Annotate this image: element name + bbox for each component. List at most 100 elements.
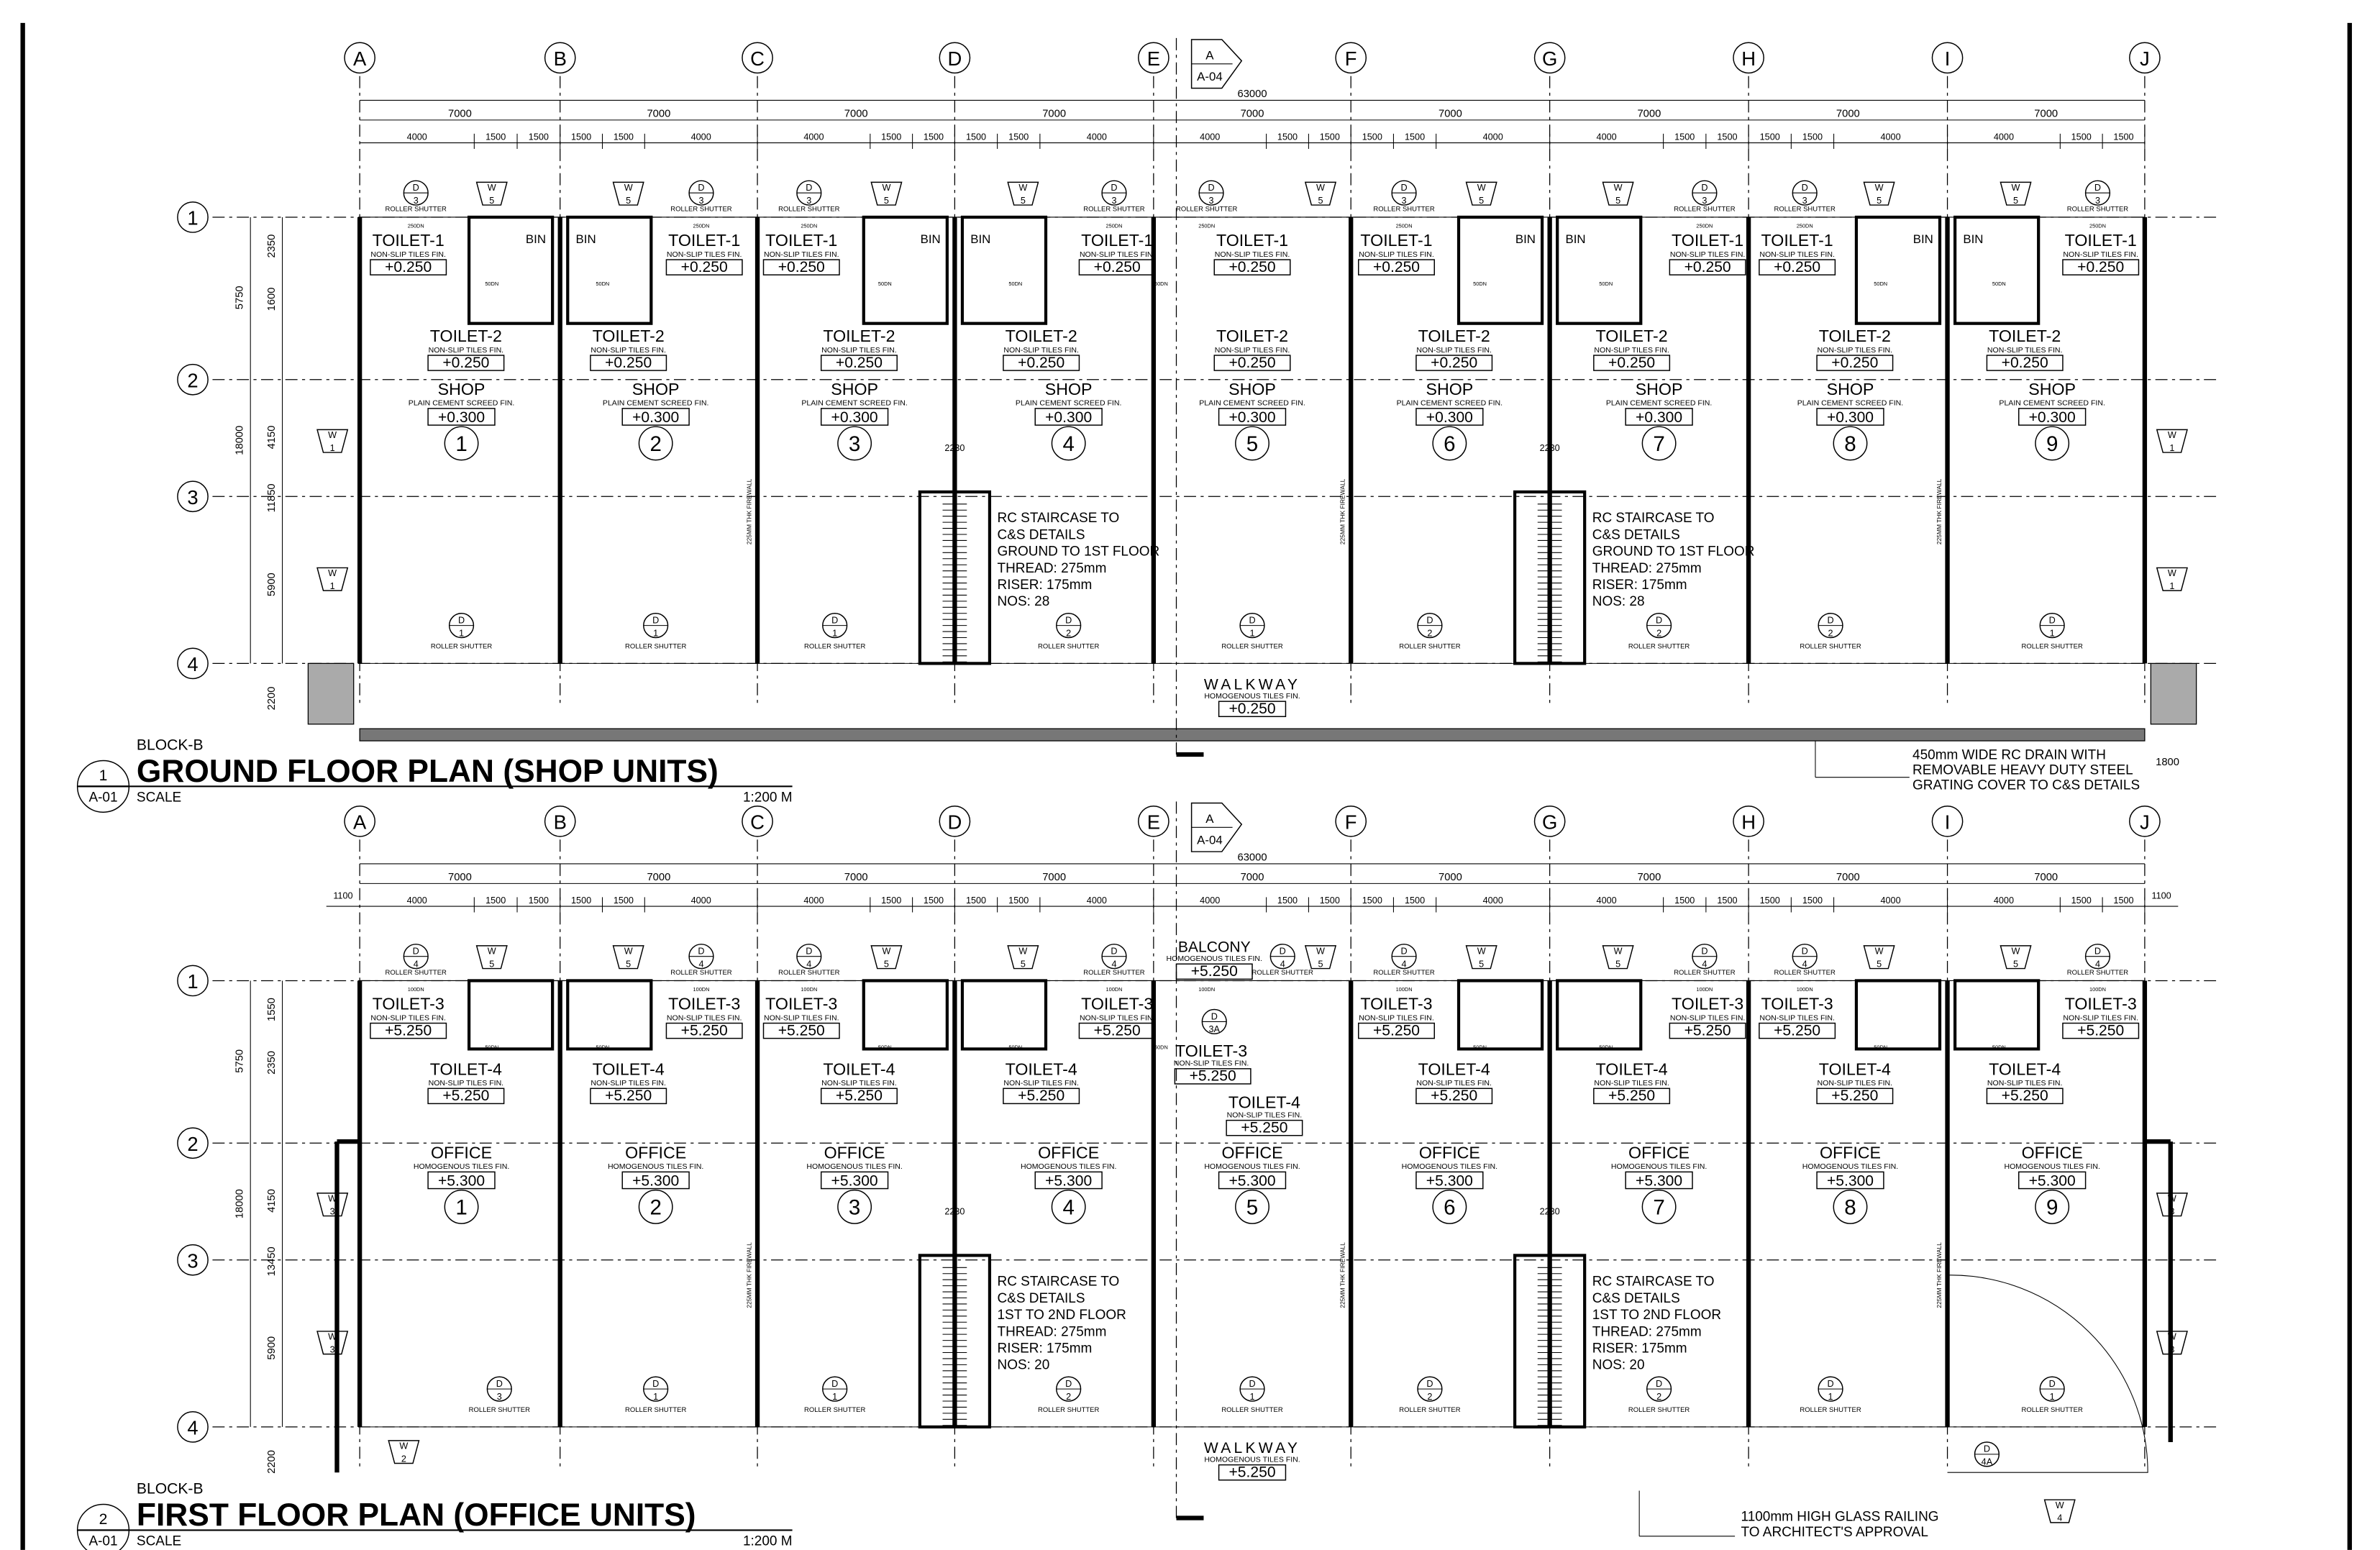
staircase-note-line: THREAD: 275mm: [1592, 1324, 1702, 1339]
drain-label: 100DN: [1105, 986, 1122, 993]
roller-shutter-label: ROLLER SHUTTER: [625, 642, 687, 650]
bin-label: BIN: [1515, 232, 1536, 246]
window-tag-shape: [1465, 945, 1497, 970]
bay-dimension: 7000: [1439, 109, 1462, 120]
level-box: [427, 355, 505, 371]
main-room-name: SHOP: [831, 380, 878, 398]
toilet-b-name: TOILET-2: [823, 327, 895, 345]
main-room-name: OFFICE: [1628, 1143, 1690, 1162]
tag-number: 5: [2013, 959, 2018, 969]
main-room-name: SHOP: [438, 380, 485, 398]
toilet-b-level: +5.250: [605, 1088, 652, 1104]
toilet-a-name: TOILET-3: [373, 995, 444, 1013]
level-box: [590, 1088, 667, 1105]
bay-dimension: 7000: [448, 872, 472, 883]
tag-type: W: [328, 1194, 337, 1204]
drain-label: 50DN: [1008, 281, 1022, 287]
unit-3: [762, 215, 949, 461]
main-room-name: OFFICE: [431, 1143, 492, 1162]
level-box: [1415, 1171, 1484, 1190]
main-room-name: SHOP: [1636, 380, 1683, 398]
roller-shutter-label: ROLLER SHUTTER: [1800, 642, 1861, 650]
tag-type: D: [698, 183, 704, 193]
tag-type: D: [1280, 947, 1286, 957]
tag-type: W: [2168, 568, 2176, 578]
tag-type: W: [882, 947, 890, 957]
toilet-a-level: +0.250: [778, 259, 825, 275]
bay-dimension: 7000: [844, 872, 868, 883]
tag-number: 3: [698, 196, 703, 206]
tag-number: 2: [1656, 1392, 1661, 1402]
window-tag-shape: [1304, 181, 1337, 206]
sub-dimension: 1500: [529, 132, 549, 142]
grid-bubble-J: [2129, 42, 2161, 74]
tag-type: W: [1018, 947, 1027, 957]
main-room-name: SHOP: [1045, 380, 1093, 398]
level-box: [1986, 355, 2064, 371]
staircase-note-line: THREAD: 275mm: [997, 1324, 1106, 1339]
side-window-tag: [2156, 567, 2188, 591]
grid-bubble-row-3: [177, 1244, 209, 1276]
tag-number: 1: [832, 1392, 837, 1402]
toilet-b-finish: NON-SLIP TILES FIN.: [821, 346, 897, 355]
roller-shutter-label: ROLLER SHUTTER: [1038, 1406, 1100, 1414]
window-tag-shape: [475, 945, 508, 970]
grid-bubble-F: [1335, 42, 1367, 74]
toilet-a-level: +5.250: [1373, 1022, 1420, 1039]
sub-dimension: 4000: [1200, 895, 1220, 906]
grid-label-E: E: [1147, 47, 1160, 70]
toilet-a-finish: NON-SLIP TILES FIN.: [370, 250, 446, 259]
unit-number: 7: [1653, 1195, 1664, 1219]
firewall-label: 225MM THK FIREWALL: [1339, 478, 1346, 544]
toilet-b-finish: NON-SLIP TILES FIN.: [429, 346, 504, 355]
staircase-note-line: RC STAIRCASE TO: [997, 1275, 1119, 1290]
scale-label: SCALE: [137, 1533, 181, 1549]
grid-bubble-row-2: [177, 363, 209, 396]
tag-number: 4: [698, 959, 703, 969]
tag-number: 1: [1250, 628, 1255, 638]
grid-label-H: H: [1741, 47, 1756, 70]
tag-type: D: [1211, 1011, 1218, 1021]
tag-type: D: [2049, 1379, 2056, 1389]
bay-dimension: 7000: [844, 109, 868, 120]
toilet-a-name: TOILET-1: [1360, 231, 1432, 250]
level-box: [1174, 1068, 1251, 1085]
level-box: [2018, 408, 2087, 426]
window-tag: [2000, 945, 2032, 970]
vertical-dimension: 13450: [266, 1246, 278, 1276]
drain-label: 100DN: [693, 986, 709, 993]
unit-number: 7: [1653, 432, 1664, 456]
toilet-b-name: TOILET-2: [1418, 327, 1490, 345]
tag-number: 5: [884, 959, 889, 969]
grid-label-I: I: [1945, 811, 1951, 833]
level-box: [1593, 355, 1671, 371]
level-box: [1816, 355, 1894, 371]
tag-number: 4: [2095, 959, 2100, 969]
toilet-a-level: +5.250: [1774, 1022, 1820, 1039]
drain-label: 250DN: [1105, 223, 1122, 229]
drain-label: 50DN: [1008, 1044, 1022, 1050]
walkway-finish: HOMOGENOUS TILES FIN.: [1204, 692, 1300, 701]
grid-bubble-B: [544, 42, 576, 74]
tag-number: 5: [1615, 196, 1620, 206]
toilet-b-finish: NON-SLIP TILES FIN.: [1003, 1079, 1079, 1088]
toilet-b-name: TOILET-4: [430, 1059, 502, 1078]
tag-type: D: [1827, 1379, 1833, 1389]
bin-label: BIN: [576, 232, 596, 246]
level-box: [1816, 1171, 1884, 1190]
toilet-a-name: TOILET-3: [765, 995, 837, 1013]
toilet-b-level: +0.250: [1608, 355, 1655, 371]
side-window-tag: [388, 1440, 420, 1464]
level-box: [1625, 408, 1693, 426]
sub-dimension: 1500: [1674, 895, 1695, 906]
tag-type: D: [698, 947, 704, 957]
tag-type: D: [1065, 615, 1072, 625]
grid-label-C: C: [750, 47, 765, 70]
unit-number: 3: [849, 432, 860, 456]
toilet-a-finish: NON-SLIP TILES FIN.: [667, 1013, 742, 1022]
staircase-note-line: NOS: 28: [997, 594, 1049, 609]
sub-dimension: 1500: [1760, 895, 1780, 906]
toilet-b-finish: NON-SLIP TILES FIN.: [1215, 346, 1290, 355]
drain-label: 50DN: [1154, 1044, 1168, 1050]
toilet-block: [1953, 979, 2041, 1051]
